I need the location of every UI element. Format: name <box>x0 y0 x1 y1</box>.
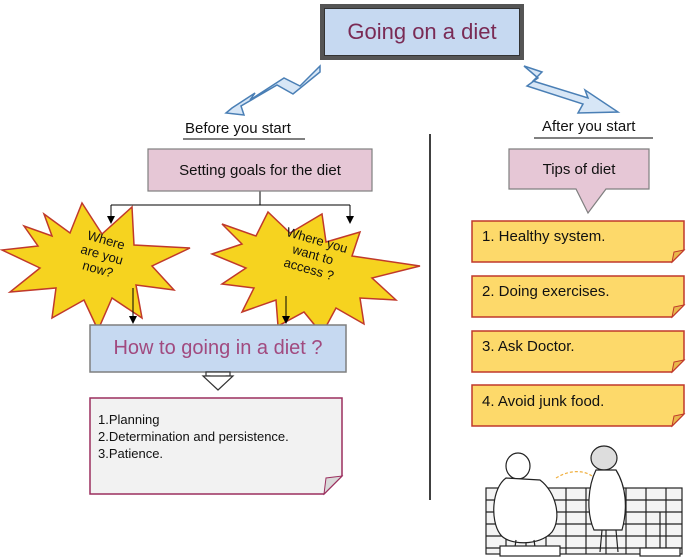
diet-cartoon-illustration <box>485 445 683 557</box>
tips-box-label: Tips of diet <box>542 160 616 178</box>
burst1-arrowhead <box>129 316 137 324</box>
steps-note-fold <box>323 475 344 496</box>
after-you-start-heading: After you start <box>542 118 636 135</box>
diagram-title: Going on a diet <box>347 19 497 44</box>
how-box-label: How to going in a diet ? <box>113 337 323 359</box>
step-item: 1.Planning <box>98 412 160 427</box>
step-item: 3.Patience. <box>98 446 164 461</box>
starburst-where-you-want <box>209 210 421 336</box>
before-you-start-heading: Before you start <box>185 120 291 137</box>
how-box-arrow-head <box>201 375 235 391</box>
arrowhead-right <box>346 216 354 224</box>
title-box: Going on a diet <box>320 4 524 60</box>
tip-note-2 <box>471 275 686 319</box>
starburst-where-are-you-now <box>0 201 191 332</box>
goal-box-label: Setting goals for the diet <box>179 161 341 179</box>
tips-callout-shape <box>508 148 650 215</box>
right-zigzag-arrow <box>523 65 621 114</box>
step-item: 2.Determination and persistence. <box>98 429 289 444</box>
tip-note-1 <box>471 220 686 264</box>
tip-note-4 <box>471 384 686 428</box>
goal-box-shape <box>147 148 373 192</box>
tip-note-3 <box>471 330 686 374</box>
tip-item-1: 1. Healthy system. <box>482 228 606 245</box>
burst2-arrowhead <box>282 316 290 324</box>
tip-item-3: 3. Ask Doctor. <box>482 338 575 355</box>
arrowhead-left <box>107 216 115 224</box>
steps-list: 1.Planning 2.Determination and persisten… <box>98 411 289 462</box>
tip-item-4: 4. Avoid junk food. <box>482 393 605 410</box>
left-zigzag-arrow <box>224 64 321 116</box>
tip-item-2: 2. Doing exercises. <box>482 283 610 300</box>
